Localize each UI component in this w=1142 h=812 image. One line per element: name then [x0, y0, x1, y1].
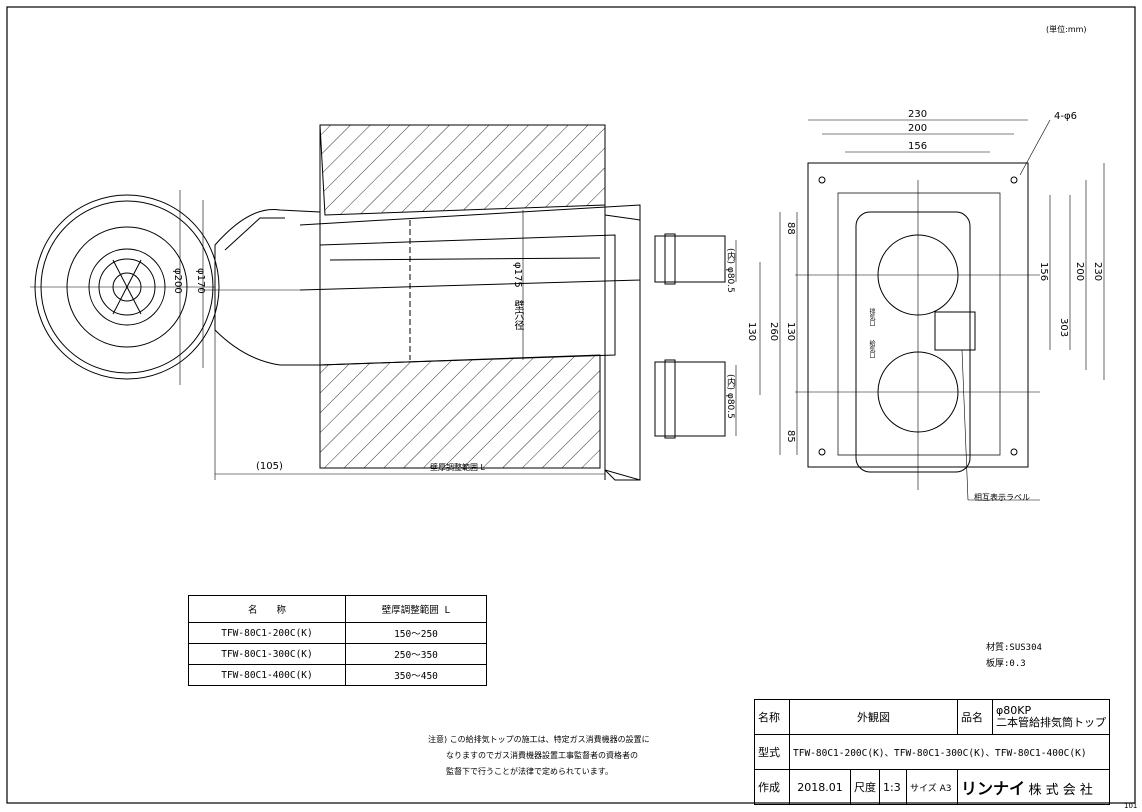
range-cell: 250〜350	[345, 643, 487, 665]
front-view	[779, 119, 1105, 501]
dim-inner-bottom: (内) φ80.5	[725, 374, 735, 419]
name-label: 名称	[754, 699, 790, 735]
side-view	[179, 124, 761, 481]
model-cell: TFW-80C1-200C(K)	[188, 622, 346, 644]
dim-105: (105)	[256, 461, 283, 472]
model-label: 型式	[754, 734, 790, 770]
product-label: 品名	[956, 699, 994, 735]
dim-260: 260	[768, 322, 779, 342]
dim-88: 88	[785, 222, 796, 235]
model-value: TFW-80C1-200C(K)、TFW-80C1-300C(K)、TFW-80…	[788, 734, 1111, 770]
dim-200-top: 200	[908, 123, 928, 134]
model-cell: TFW-80C1-300C(K)	[188, 643, 346, 665]
page-number: 101	[1124, 802, 1138, 810]
caution-line-2: なりますのでガス消費機器設置工事監督者の資格者の	[446, 751, 638, 760]
dim-inner-top: (内) φ80.5	[725, 248, 735, 293]
name-value: 外観図	[789, 699, 958, 735]
table-header-row: 名 称 壁厚調整範囲 L	[188, 595, 487, 623]
caution-line-3: 監督下で行うことが法律で定められています。	[446, 767, 613, 776]
unit-note: (単位:mm)	[1046, 25, 1087, 34]
dim-right-200: 200	[1074, 262, 1085, 282]
caution-line-1: 注意) この給排気トップの施工は、特定ガス消費機器の設置に	[428, 735, 650, 744]
range-cell: 350〜450	[345, 664, 487, 686]
dim-right-230: 230	[1092, 262, 1103, 282]
model-cell: TFW-80C1-400C(K)	[188, 664, 346, 686]
range-cell: 150〜250	[345, 622, 487, 644]
sheet-border	[6, 6, 1136, 804]
end-view	[30, 194, 220, 380]
size-label: サイズ	[910, 783, 937, 794]
thickness-note: 板厚:0.3	[986, 659, 1026, 669]
scale-label: 尺度	[850, 769, 880, 805]
dim-front-130: 130	[785, 322, 796, 342]
scale-value: 1:3	[879, 769, 907, 805]
table-row: TFW-80C1-400C(K) 350〜450	[188, 664, 487, 686]
dim-right-303: 303	[1058, 318, 1069, 338]
dim-side-130: 130	[746, 322, 757, 342]
dim-85: 85	[785, 430, 796, 443]
product-line-2: 二本管給排気筒トップ	[996, 716, 1107, 729]
dim-phi170: φ170	[195, 268, 206, 294]
dim-right-156: 156	[1038, 262, 1049, 282]
dim-230-top: 230	[908, 109, 928, 120]
made-value: 2018.01	[789, 769, 851, 805]
title-block: 名称 外観図 品名 φ80KP 二本管給排気筒トップ 型式 TFW-80C1-2…	[754, 699, 1111, 805]
table-row: TFW-80C1-200C(K) 150〜250	[188, 622, 487, 644]
brand-logo: リンナイ	[961, 779, 1026, 798]
label-note: 相互表示ラベル	[974, 493, 1030, 502]
dim-phi175: φ175	[512, 262, 523, 288]
company-suffix: 株 式 会 社	[1028, 783, 1093, 798]
dim-wall-range: 壁厚調整範囲 L	[430, 463, 485, 472]
made-label: 作成	[754, 769, 790, 805]
parts-table: 名 称 壁厚調整範囲 L TFW-80C1-200C(K) 150〜250 TF…	[188, 595, 487, 686]
column-header-range: 壁厚調整範囲 L	[345, 595, 487, 623]
hole-note: 4-φ6	[1054, 111, 1077, 122]
column-header-name: 名 称	[188, 595, 346, 623]
material-note: 材質:SUS304	[986, 643, 1042, 653]
marker-intake: 給気口	[868, 340, 875, 358]
dim-phi200: φ200	[172, 268, 183, 294]
marker-exhaust: 排気口	[868, 308, 875, 326]
product-line-1: φ80KP	[996, 704, 1032, 717]
dim-156-top: 156	[908, 141, 928, 152]
dim-wall-hole: 壁穴径	[512, 300, 523, 330]
table-row: TFW-80C1-300C(K) 250〜350	[188, 643, 487, 665]
size-value: A3	[939, 783, 952, 794]
